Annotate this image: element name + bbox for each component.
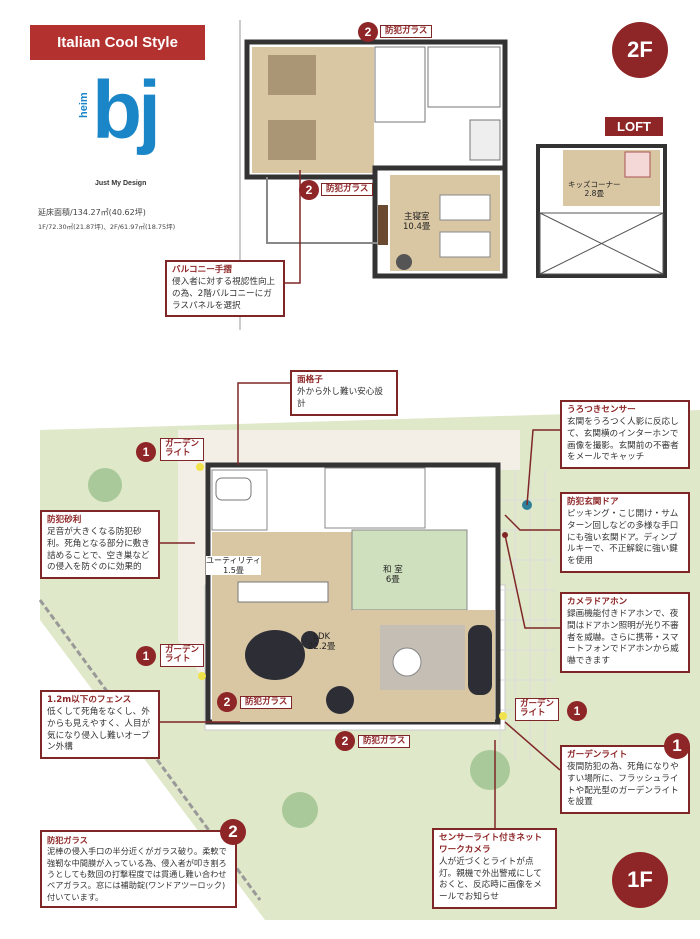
callout-camera-intercom: カメラドアホン録画機能付きドアホンで、夜間はドアホン照明が光り不審者を威嚇。さら… bbox=[560, 592, 690, 674]
callout-entrance-door: 防犯玄関ドアピッキング・こじ開け・サムターン回しなどの多様な手口にも強い玄関ドア… bbox=[560, 492, 690, 574]
callout-network-camera: センサーライト付きネットワークカメラ人が近づくとライトが点灯。親機で外出警戒にし… bbox=[432, 828, 557, 910]
tag-garden-light: ガーデンライト bbox=[160, 438, 205, 461]
leader-lines bbox=[160, 170, 561, 828]
callout-fence: 1.2m以下のフェンス低くして死角をなくし、外からも見えやすく、人目が気になり侵… bbox=[40, 690, 160, 760]
floor-areas: 1F/72.30㎡(21.87坪)、2F/61.97㎡(18.75坪) bbox=[38, 223, 176, 231]
marker-2: 2 bbox=[220, 819, 246, 845]
marker-2: 2 bbox=[358, 22, 378, 42]
second-floor-plan bbox=[244, 39, 508, 279]
tagline: Just My Design bbox=[95, 180, 147, 187]
total-area: 延床面積/134.27㎡(40.62坪) bbox=[38, 208, 146, 217]
callout-prowl-sensor: うろつきセンサー玄関をうろつく人影に反応して、玄関横のインターホンで画像を撮影。… bbox=[560, 400, 690, 470]
tag-garden-light: ガーデンライト bbox=[160, 644, 205, 667]
floor-badge-2f: 2F bbox=[612, 22, 668, 78]
callout-garden-light: ガーデンライト夜間防犯の為、死角になりやすい場所に、フラッシュライトや配光型のガ… bbox=[560, 745, 690, 815]
loft-plan bbox=[536, 144, 667, 278]
callout-gravel: 防犯砂利足音が大きくなる防犯砂利。死角となる部分に敷き詰めることで、空き巣などの… bbox=[40, 510, 160, 580]
logo-bj: bj bbox=[92, 65, 161, 156]
marker-1: 1 bbox=[664, 733, 690, 759]
callout-security-glass: 防犯ガラス泥棒の侵入手口の半分近くがガラス破り。柔軟で強靭な中間膜が入っている為… bbox=[40, 830, 237, 908]
floor-badge-1f: 1F bbox=[612, 852, 668, 908]
marker-1: 1 bbox=[567, 701, 587, 721]
style-banner: Italian Cool Style bbox=[30, 25, 205, 60]
marker-2: 2 bbox=[335, 731, 355, 751]
tag-security-glass: 防犯ガラス bbox=[321, 183, 374, 197]
marker-2: 2 bbox=[217, 692, 237, 712]
tag-security-glass: 防犯ガラス bbox=[380, 25, 433, 39]
loft-label: LOFT bbox=[605, 117, 663, 136]
first-floor-site bbox=[38, 410, 700, 920]
logo-heim: heim bbox=[78, 92, 90, 118]
marker-1: 1 bbox=[136, 646, 156, 666]
marker-1: 1 bbox=[136, 442, 156, 462]
tag-security-glass: 防犯ガラス bbox=[240, 696, 293, 710]
callout-grille: 面格子外から外し難い安心設計 bbox=[290, 370, 398, 416]
callout-balcony: バルコニー手摺侵入者に対する視認性向上の為、2階バルコニーにガラスパネルを選択 bbox=[165, 260, 285, 318]
tag-garden-light: ガーデンライト bbox=[515, 698, 560, 721]
marker-2: 2 bbox=[299, 180, 319, 200]
tag-security-glass: 防犯ガラス bbox=[358, 735, 411, 749]
